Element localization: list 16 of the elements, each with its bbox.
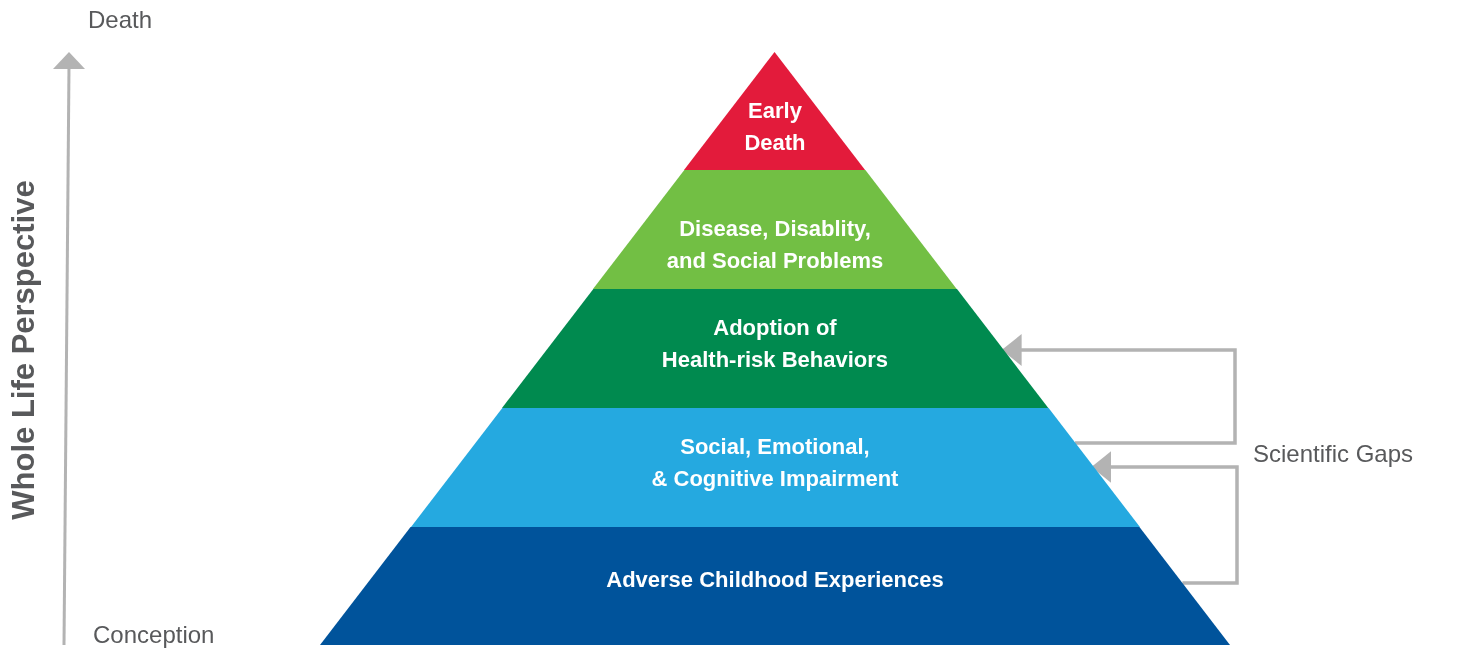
axis-start-label: Conception <box>93 621 215 649</box>
bracket-label: Scientific Gaps <box>1253 440 1414 468</box>
bracket-arrow <box>1001 334 1237 445</box>
pyramid-band <box>410 408 1140 527</box>
apex-triangle <box>684 52 866 170</box>
level-label: Social, Emotional, & Cognitive Impairment <box>650 433 900 493</box>
axis-end-label: Death <box>88 6 153 34</box>
level-label: Adoption of Health-risk Behaviors <box>660 314 890 374</box>
axis-title: Whole Life Perspective <box>6 180 42 520</box>
pyramid-band <box>593 170 957 289</box>
level-label: Adverse Childhood Experiences <box>605 566 945 594</box>
level-label: Disease, Disablity, and Social Problems <box>665 215 885 275</box>
pyramid-band <box>320 527 1230 645</box>
pyramid-band <box>501 289 1049 408</box>
level-label: Early Death <box>743 97 807 157</box>
bracket-arrow <box>1091 451 1239 585</box>
